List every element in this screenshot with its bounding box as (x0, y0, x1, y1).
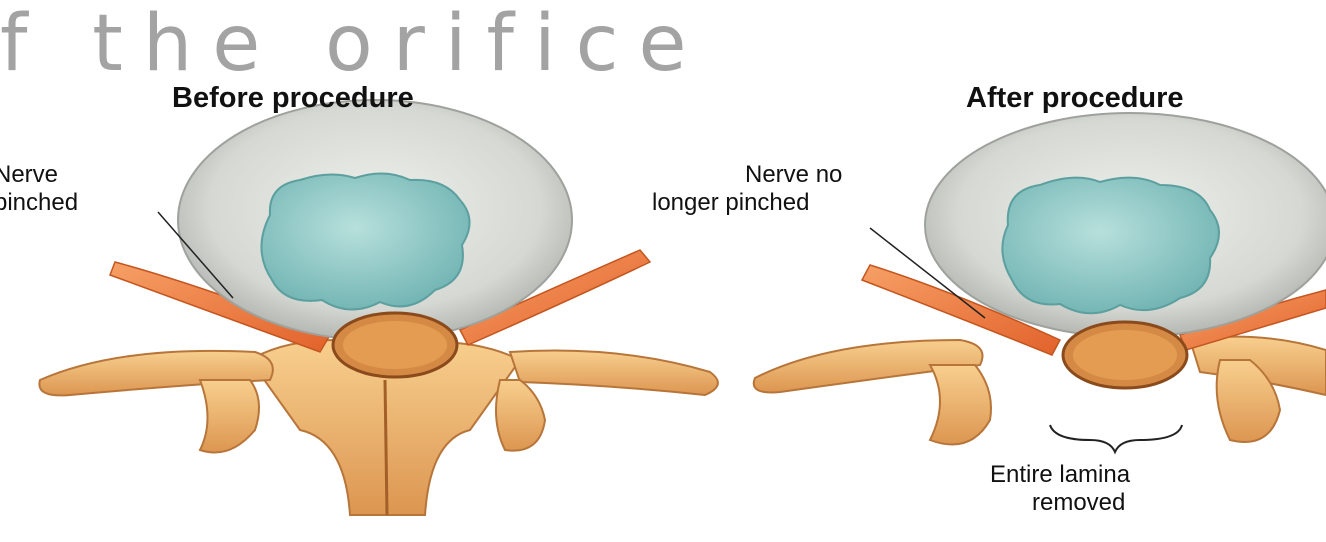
before-title: Before procedure (172, 82, 414, 115)
overlay-caption-fragment: f the orifice (0, 0, 707, 94)
before-label-line2: pinched (0, 188, 78, 218)
before-label-line1: Nerve (0, 160, 58, 190)
after-label-line1: Nerve no (745, 160, 842, 190)
after-label-line2: longer pinched (652, 188, 809, 218)
before-vertebra (39, 100, 718, 515)
after-title: After procedure (966, 82, 1184, 115)
removed-label-line2: removed (1032, 488, 1125, 518)
removed-label-line1: Entire lamina (990, 460, 1130, 490)
